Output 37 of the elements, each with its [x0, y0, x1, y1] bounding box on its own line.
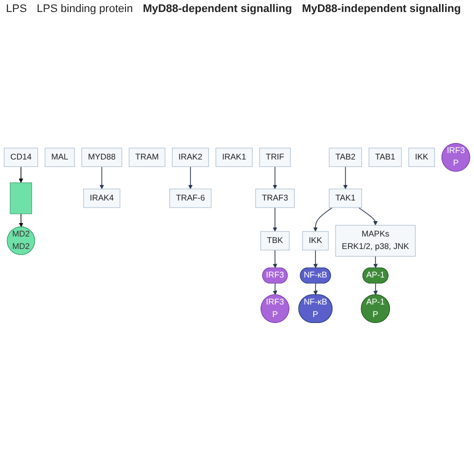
node-box: MAPKs ERK1/2, p38, JNK	[335, 224, 416, 257]
arrow	[313, 207, 333, 232]
node-box: TRIF	[259, 148, 291, 167]
node-box: TRAM	[128, 148, 166, 167]
arrow	[272, 166, 278, 190]
arrow	[272, 283, 278, 296]
arrow	[18, 166, 24, 183]
arrow	[358, 207, 378, 226]
pathway-heading: MyD88-dependent signalling	[142, 3, 292, 15]
arrow	[272, 207, 278, 232]
arrow	[272, 250, 278, 268]
node-box: CD14	[4, 148, 38, 167]
node-box: IKK	[408, 148, 435, 167]
arrow	[313, 283, 318, 296]
node-box	[10, 182, 32, 214]
arrow	[188, 166, 193, 190]
arrow	[18, 213, 24, 228]
arrow	[343, 166, 348, 190]
arrow	[313, 250, 318, 268]
molecule-label: LPS binding protein	[36, 3, 133, 15]
pathway-heading: MyD88-independent signalling	[302, 3, 461, 15]
arrow	[100, 166, 104, 190]
node-box: MAL	[44, 148, 75, 167]
arrow	[373, 256, 378, 268]
node-box: TRAF3	[255, 188, 295, 208]
node-box: TBK	[260, 231, 290, 250]
molecule-label: LPS	[6, 3, 27, 15]
node-box: IRAK2	[172, 148, 209, 167]
node-box: IRAK1	[216, 148, 253, 167]
node-box: TAB2	[328, 148, 362, 167]
node-box: TRAF-6	[169, 188, 212, 208]
arrow	[373, 283, 378, 296]
node-box: TAB1	[368, 148, 402, 167]
node-box: TAK1	[328, 188, 362, 208]
node-box: IRAK4	[83, 188, 120, 208]
node-box: IKK	[302, 231, 329, 250]
node-box: MYD88	[82, 148, 122, 167]
